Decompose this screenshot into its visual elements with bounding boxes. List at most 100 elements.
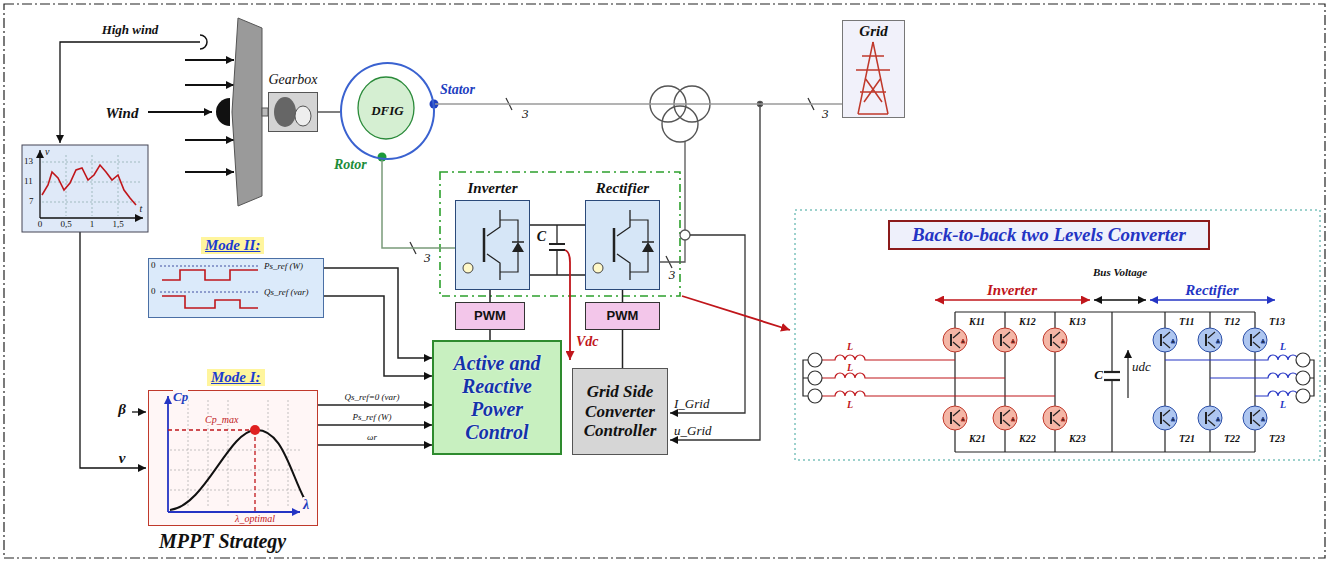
- mppt-curve: [170, 430, 305, 510]
- node-heading: Rectifier: [596, 180, 649, 197]
- signal-label: Ps_ref (W): [351, 413, 394, 423]
- mode-ii-plot: [148, 258, 324, 318]
- annotation-label: 0: [151, 287, 156, 297]
- converter-group: [585, 200, 660, 290]
- back-to-back-schematic: [808, 371, 822, 385]
- node-heading: MPPT Strategy: [159, 530, 286, 553]
- annotation-label: Rectifier: [1185, 282, 1238, 299]
- mppt-curve: [188, 400, 189, 508]
- mppt-curve: [250, 425, 260, 435]
- wind-speed-plot: [39, 150, 40, 218]
- annotation-label: Rotor: [334, 157, 367, 172]
- back-to-back-schematic: [808, 353, 822, 367]
- wind-arrows: [185, 84, 234, 86]
- mppt-curve: [170, 400, 300, 508]
- wind-speed-plot: [22, 145, 148, 232]
- annotation-label: 1: [90, 220, 95, 230]
- mppt-curve: [167, 396, 169, 512]
- annotation-label: K22: [1019, 433, 1036, 444]
- signal-connector: [318, 111, 340, 113]
- annotation-label: 3: [522, 107, 529, 121]
- back-to-back-schematic: [795, 210, 1320, 460]
- back-to-back-schematic: [1296, 371, 1310, 385]
- back-to-back-schematic: [1094, 299, 1146, 301]
- node-label: Back-to-back two Levels Converter: [894, 224, 1204, 246]
- annotation-label: 1,5: [112, 220, 123, 230]
- turbine-rotor: [216, 98, 230, 126]
- grid-side-wiring: [660, 141, 685, 262]
- wind-speed-plot: [40, 217, 143, 218]
- back-to-back-schematic: [1296, 353, 1310, 367]
- mppt-curve: [148, 390, 318, 526]
- annotation-label: L: [847, 399, 853, 410]
- mppt-curve: [288, 400, 289, 508]
- annotation-label: u_Grid: [674, 424, 712, 438]
- wind-speed-plot: [66, 155, 67, 216]
- back-to-back-schematic: [943, 328, 967, 352]
- node-label: Grid Side Converter Controller: [577, 382, 663, 441]
- back-to-back-schematic: [808, 353, 1310, 403]
- annotation-label: L: [847, 362, 853, 373]
- back-to-back-schematic: [1153, 328, 1267, 430]
- annotation-label: 11: [24, 177, 33, 187]
- annotation-label: Vdc: [576, 334, 599, 349]
- high-wind-signal: [60, 42, 200, 143]
- annotation-label: 3: [424, 251, 431, 265]
- signal-connector: [489, 330, 491, 340]
- mppt-curve: [170, 470, 300, 471]
- annotation-label: 0: [38, 220, 43, 230]
- annotation-label: T22: [1224, 433, 1240, 444]
- turbine-rotor: [232, 18, 262, 206]
- node-label: PWM: [590, 309, 655, 324]
- gearbox-box: Gearbox: [268, 92, 318, 132]
- converter-group: [463, 210, 524, 280]
- annotation-label: 3: [822, 107, 829, 121]
- signal-connector: [489, 290, 491, 302]
- back-to-back-schematic: [822, 355, 955, 360]
- back-to-back-schematic: [1198, 328, 1222, 352]
- annotation-label: K23: [1069, 433, 1086, 444]
- gearbox-drawing: [295, 106, 311, 126]
- signal-connector: [324, 296, 432, 376]
- pwm-box: PWM: [455, 302, 525, 330]
- annotation-label: Inverter: [987, 282, 1037, 299]
- wind-arrows: [185, 59, 234, 61]
- mppt-curve: [254, 430, 255, 511]
- signal-connector: [318, 424, 432, 426]
- annotation-label: Cp_max: [205, 414, 238, 425]
- back-to-back-schematic: [1104, 371, 1120, 373]
- annotation-label: udc: [1132, 360, 1151, 374]
- node-label: Active and Reactive Power Control: [438, 352, 556, 444]
- node-heading: Grid: [859, 23, 887, 40]
- back-to-back-schematic: [1255, 391, 1298, 396]
- annotation-label: λ: [303, 497, 309, 512]
- wind-speed-plot: [22, 145, 148, 232]
- annotation-label: Ps_ref (W): [264, 262, 303, 272]
- back-to-back-schematic: [993, 406, 1017, 430]
- converter-group: [530, 225, 585, 275]
- signal-connector: [382, 160, 455, 248]
- back-to-back-schematic: [1043, 328, 1067, 352]
- node-heading: Mode II:: [201, 237, 264, 254]
- back-to-back-schematic: [943, 328, 1067, 430]
- wind-speed-plot: [42, 182, 140, 183]
- controller-box: Active and Reactive Power Control: [432, 340, 562, 455]
- wind-speed-plot: [92, 155, 93, 216]
- annotation-label: 3: [669, 268, 676, 282]
- annotation-label: 0,5: [60, 220, 71, 230]
- wind-speed-plot: [118, 155, 119, 216]
- wind-arrows: [185, 139, 234, 141]
- annotation-label: Stator: [440, 82, 475, 97]
- annotation-label: L: [847, 341, 853, 352]
- grid-drawing: [842, 20, 905, 118]
- outer-border: [4, 4, 1325, 558]
- grid-side-wiring: [680, 230, 690, 240]
- annotation-label: 13: [24, 157, 33, 167]
- mppt-curve: [148, 390, 318, 526]
- annotation-label: K11: [969, 316, 985, 327]
- wind-speed-plot: [42, 165, 136, 205]
- annotation-label: T12: [1224, 316, 1240, 327]
